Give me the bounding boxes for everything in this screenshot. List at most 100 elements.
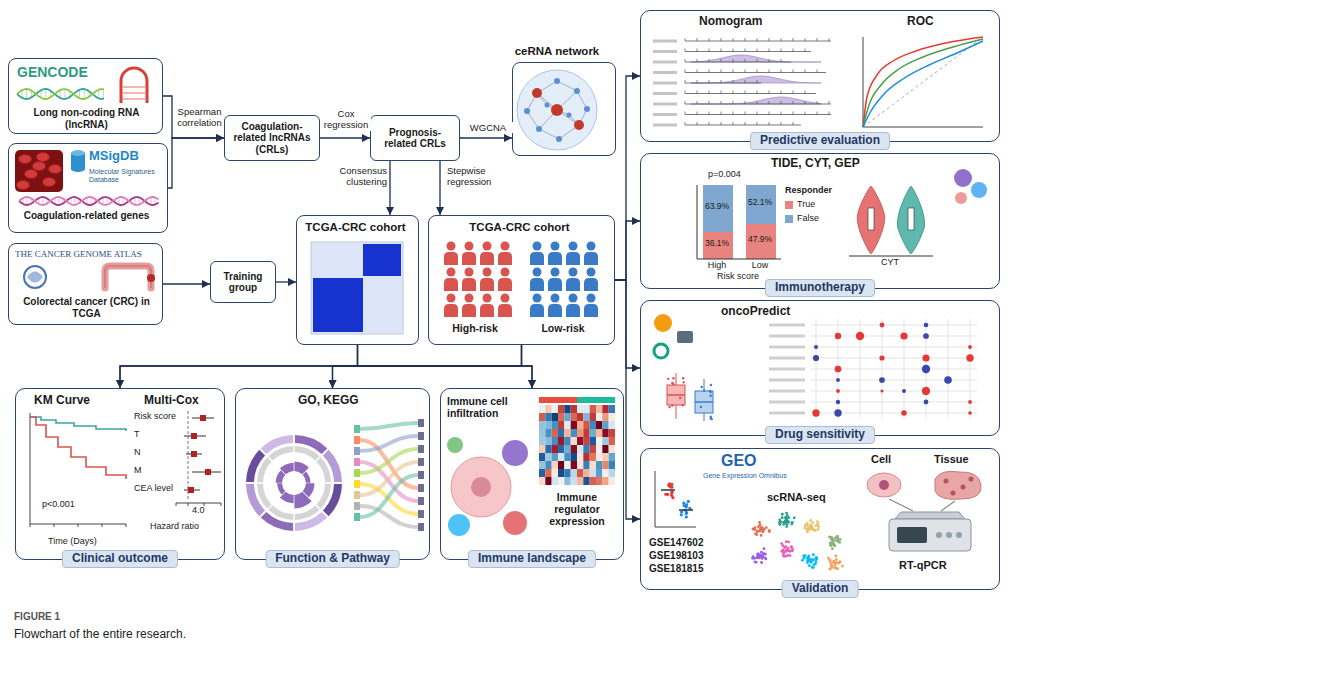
art-line	[709, 59, 710, 62]
art-circle	[711, 418, 713, 420]
art-path	[462, 278, 476, 291]
art-rect	[577, 421, 583, 429]
node-text: Training group	[214, 271, 272, 294]
art-circle	[483, 268, 492, 277]
legend-swatch	[785, 201, 793, 209]
art-rect	[539, 421, 545, 429]
art-circle	[760, 528, 763, 531]
chart-label: Risk score	[134, 411, 176, 421]
art-rect	[571, 461, 577, 469]
art-circle	[556, 136, 562, 142]
tab-label: Validation	[792, 582, 849, 596]
art-circle	[835, 539, 838, 542]
art-path	[268, 446, 293, 461]
art-line	[655, 527, 696, 528]
art-ellipse	[71, 166, 85, 172]
art-path	[480, 278, 494, 291]
art-path	[105, 266, 151, 288]
art-line	[745, 38, 746, 41]
art-g	[246, 435, 342, 531]
tab-label: Immune landscape	[478, 552, 586, 566]
art-line	[679, 509, 693, 511]
process-box: Training group	[210, 261, 276, 303]
art-rect	[571, 469, 577, 477]
result-panel: NomogramROCPredictive evaluation	[640, 10, 1000, 142]
chart-label: 47.9%	[745, 235, 775, 245]
art-rect	[200, 415, 206, 421]
chart-label: Risk score	[698, 271, 778, 281]
node-text: Immune cell infiltration	[447, 395, 537, 419]
art-path	[444, 252, 458, 265]
result-panel: Immune cell infiltrationImmune regulator…	[440, 388, 624, 560]
art-circle	[670, 494, 673, 497]
art-line	[793, 122, 794, 125]
node-text: GSE181815	[649, 563, 704, 575]
art-line	[721, 49, 722, 52]
art-rect	[571, 421, 577, 429]
art-line	[685, 41, 831, 42]
art-circle	[831, 547, 834, 550]
art-ellipse	[867, 473, 901, 497]
chart-label: Low	[745, 260, 775, 270]
art-line	[685, 70, 686, 73]
art-circle	[969, 477, 974, 482]
connector	[460, 137, 512, 138]
art-rect	[418, 432, 424, 440]
art-line	[745, 112, 746, 115]
art-line	[709, 101, 710, 104]
connector	[120, 345, 522, 388]
art-rect	[590, 453, 596, 461]
art-line	[769, 70, 770, 73]
art-circle	[944, 376, 952, 384]
figure-number: FIGURE 1	[14, 611, 60, 623]
art-rect	[545, 405, 551, 413]
art-rect	[311, 242, 403, 334]
tab-label: Clinical outcome	[72, 552, 168, 566]
art-line	[733, 122, 734, 125]
edge-label: Stepwise regression	[446, 165, 508, 188]
art-rect	[545, 477, 551, 485]
connector	[163, 96, 224, 138]
art-line	[697, 122, 698, 125]
art-rect	[564, 437, 570, 445]
art-rect	[418, 497, 424, 505]
art-line	[685, 114, 831, 115]
art-circle	[923, 333, 929, 339]
tab-label: Function & Pathway	[275, 552, 390, 566]
art-circle	[703, 389, 705, 391]
art-line	[805, 101, 806, 104]
art-line	[757, 80, 758, 83]
art-line	[781, 49, 782, 52]
art-line	[79, 90, 80, 98]
art-circle	[551, 294, 560, 303]
art-rect	[583, 421, 589, 429]
art-rect	[602, 405, 608, 413]
art-line	[122, 98, 146, 100]
art-circle	[812, 409, 819, 416]
art-circle	[879, 480, 889, 490]
art-line	[655, 471, 656, 527]
art-circle	[710, 384, 712, 386]
process-box: Coagulation-related lncRNAs (CRLs)	[224, 115, 320, 161]
art-rect	[354, 480, 360, 488]
art-circle	[922, 387, 930, 395]
art-circle	[682, 377, 684, 379]
art-circle	[788, 550, 791, 553]
art-circle	[806, 557, 809, 560]
art-rect	[769, 401, 805, 404]
art-rect	[590, 413, 596, 421]
art-path	[498, 304, 512, 317]
art-rect	[539, 405, 545, 413]
art-line	[685, 91, 686, 94]
art-circle	[758, 521, 761, 524]
art-line	[793, 49, 794, 52]
art-circle	[517, 70, 597, 150]
art-rect	[552, 437, 558, 445]
art-line	[30, 524, 31, 527]
result-panel: KM CurveMulti-CoxClinical outcome	[15, 388, 225, 560]
illustration	[513, 63, 615, 155]
art-circle	[755, 533, 758, 536]
art-rect	[539, 469, 545, 477]
art-line	[757, 101, 758, 104]
art-line	[721, 112, 722, 115]
